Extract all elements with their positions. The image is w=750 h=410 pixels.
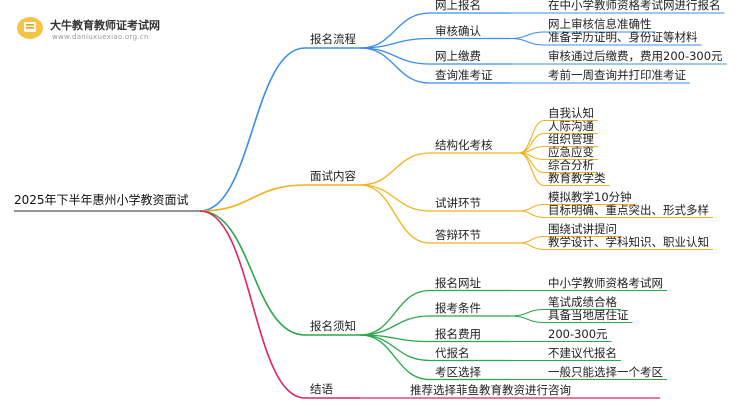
root-topic: 2025年下半年惠州小学教资面试: [14, 193, 189, 207]
detail-1-3-1: 审核通过后缴费，费用200-300元: [548, 49, 723, 63]
detail-1-1-1: 在中小学教师资格考试网进行报名: [548, 0, 721, 12]
detail-2-1-6: 教育教学类: [548, 170, 606, 185]
topic-3-1: 报名网址: [435, 275, 481, 290]
topic-1-1: 网上报名: [435, 0, 481, 12]
connector-line: [518, 242, 545, 251]
connector-line: [359, 152, 431, 186]
connector-line: [518, 203, 545, 212]
topic-3-2: 报考条件: [435, 301, 481, 315]
topic-2-2: 试讲环节: [435, 196, 481, 210]
connector-line: [359, 334, 431, 381]
detail-3-2-2: 具备当地居住证: [548, 307, 629, 322]
connector-line: [510, 37, 545, 46]
connector-line: [518, 235, 545, 244]
brand-url: www.daniuxuexiao.org.cn: [52, 33, 149, 41]
detail-3-4-1: 不建议代报名: [548, 345, 617, 360]
connector-line: [518, 152, 545, 187]
detail-2-2-1: 模拟教学10分钟: [548, 189, 632, 204]
detail-2-1-2: 人际沟通: [548, 118, 594, 133]
topic-2-1: 结构化考核: [435, 138, 493, 152]
connector-line: [199, 47, 306, 212]
detail-1-2-1: 网上审核信息准确性: [548, 17, 652, 31]
topic-1-3: 网上缴费: [435, 49, 481, 63]
detail-1-2-2: 准备学历证明、身份证等材料: [548, 30, 698, 44]
connector-line: [359, 184, 431, 212]
connector-line: [359, 184, 431, 244]
detail-2-3-1: 围绕试讲提问: [548, 221, 617, 236]
branch-3-label: 报名须知: [310, 319, 356, 333]
connector-line: [510, 315, 545, 324]
connector-line: [359, 315, 431, 336]
topic-1-2: 审核确认: [435, 23, 481, 38]
detail-2-2-2: 目标明确、重点突出、形式多样: [548, 202, 709, 217]
detail-3-3-1: 200-300元: [548, 326, 608, 341]
branch-1-label: 报名流程: [310, 32, 356, 46]
connector-line: [518, 119, 545, 154]
detail-3-2-1: 笔试成绩合格: [548, 294, 617, 309]
topic-3-3: 报名费用: [435, 326, 481, 341]
connector-line: [510, 31, 545, 40]
connector-line: [359, 47, 431, 65]
connector-line: [510, 308, 545, 317]
topic-1-4: 查询准考证: [435, 68, 493, 82]
detail-2-1-3: 组织管理: [548, 131, 594, 146]
detail-3-5-1: 一般只能选择一个考区: [548, 364, 663, 379]
detail-3-1-1: 中小学教师资格考试网: [548, 275, 663, 290]
detail-2-3-2: 教学设计、学科知识、职业认知: [548, 234, 709, 249]
brand-logo: [16, 14, 44, 40]
topic-3-4: 代报名: [435, 345, 470, 360]
connector-line: [199, 210, 306, 336]
connector-line: [359, 47, 431, 84]
connector-line: [199, 210, 306, 399]
topic-2-3: 答辩环节: [435, 228, 481, 242]
connector-line: [359, 37, 431, 49]
connector-line: [518, 210, 545, 219]
branch-4-label: 结语: [310, 382, 333, 396]
topic-3-5: 考区选择: [435, 364, 481, 379]
detail-2-1-1: 自我认知: [548, 105, 594, 120]
detail-2-1-4: 应急应变: [548, 144, 594, 159]
detail-2-1-5: 综合分析: [548, 157, 594, 172]
connector-line: [199, 184, 306, 212]
brand-name: 大牛教育教师证考试网: [50, 19, 160, 32]
detail-1-4-1: 考前一周查询并打印准考证: [548, 68, 686, 82]
connector-line: [359, 289, 431, 336]
topic-4-1: 推荐选择菲鱼教育教资进行咨询: [410, 383, 571, 397]
branch-2-label: 面试内容: [310, 169, 356, 183]
connector-line: [359, 12, 431, 49]
